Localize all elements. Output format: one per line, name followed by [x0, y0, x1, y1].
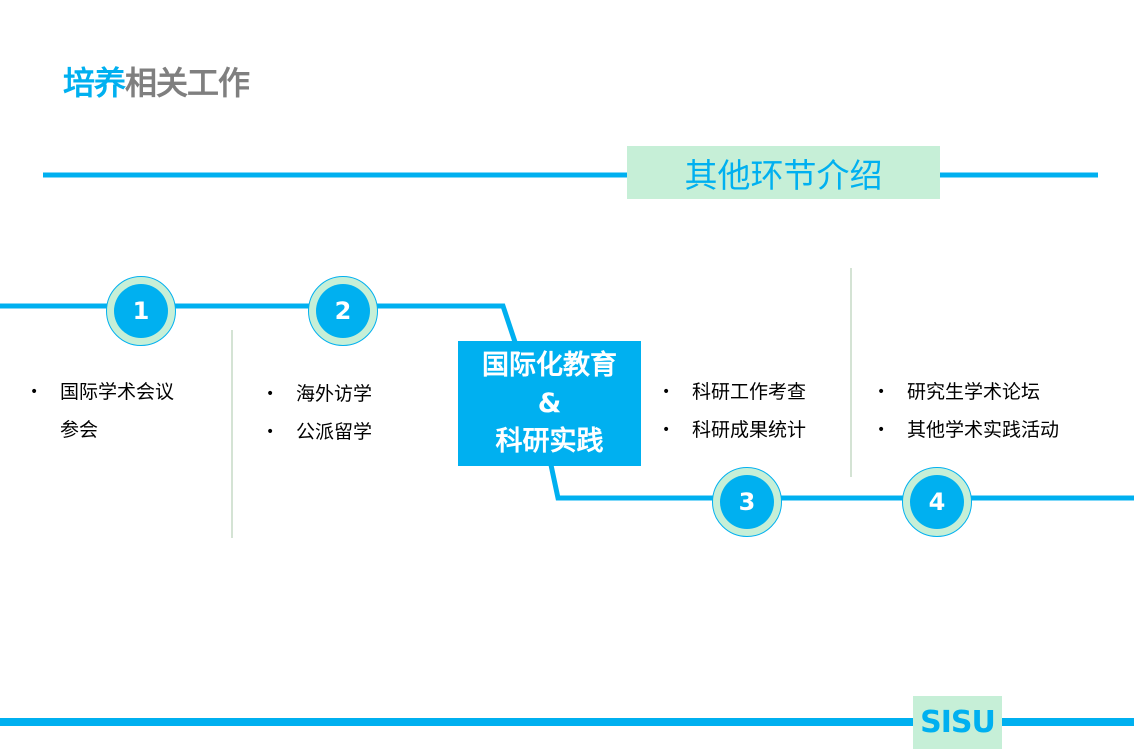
list-item: 科研工作考查: [662, 373, 806, 411]
step-4-badge: 4: [902, 467, 972, 537]
footer-logo: SISU: [913, 696, 1002, 749]
timeline-lower: [548, 464, 1134, 501]
list-item: 国际学术会议: [30, 373, 174, 411]
step-3-badge: 3: [712, 467, 782, 537]
list-item: 研究生学术论坛: [877, 373, 1059, 411]
step-4-list: 研究生学术论坛 其他学术实践活动: [877, 373, 1059, 449]
step-number: 3: [720, 475, 774, 529]
center-topic-box: 国际化教育 & 科研实践: [458, 341, 641, 466]
timeline-upper: [0, 303, 518, 343]
center-line-3: 科研实践: [495, 425, 604, 457]
step-2-badge: 2: [308, 276, 378, 346]
center-line-2: &: [537, 387, 562, 419]
center-line-1: 国际化教育: [482, 349, 617, 381]
list-item: 其他学术实践活动: [877, 411, 1059, 449]
step-1-list: 国际学术会议 参会: [30, 373, 174, 449]
step-number: 2: [316, 284, 370, 338]
list-item: 公派留学: [266, 413, 372, 451]
list-item: 科研成果统计: [662, 411, 806, 449]
list-item: 海外访学: [266, 375, 372, 413]
step-number: 1: [114, 284, 168, 338]
step-2-list: 海外访学 公派留学: [266, 375, 372, 451]
step-number: 4: [910, 475, 964, 529]
section-title: 其他环节介绍: [627, 146, 940, 199]
page-title: 培养相关工作: [63, 64, 250, 102]
step-3-list: 科研工作考查 科研成果统计: [662, 373, 806, 449]
list-item-continuation: 参会: [60, 419, 99, 441]
step-1-badge: 1: [106, 276, 176, 346]
